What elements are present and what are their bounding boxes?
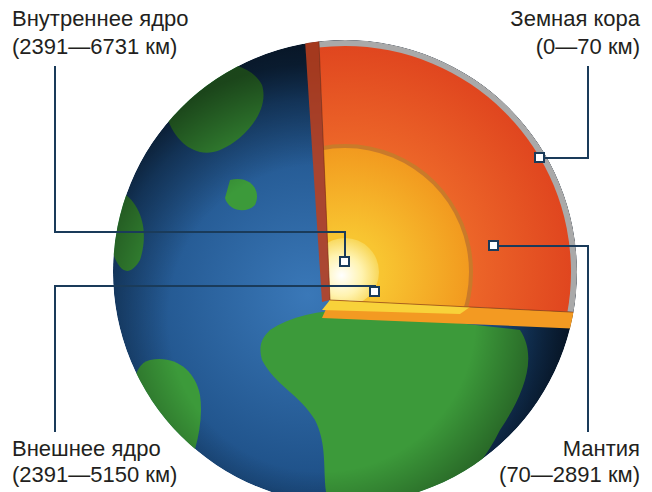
layer-label: (0—70 км) — [536, 34, 640, 60]
layer-label: Земная кора — [510, 6, 640, 32]
layer-label: Мантия — [563, 436, 640, 462]
layer-label: Внутреннее ядро — [12, 6, 188, 32]
layer-label: (2391—6731 км) — [12, 34, 177, 60]
layer-label: (70—2891 км) — [499, 462, 640, 488]
layer-label: (2391—5150 км) — [12, 462, 177, 488]
layer-label: Внешнее ядро — [12, 436, 161, 462]
